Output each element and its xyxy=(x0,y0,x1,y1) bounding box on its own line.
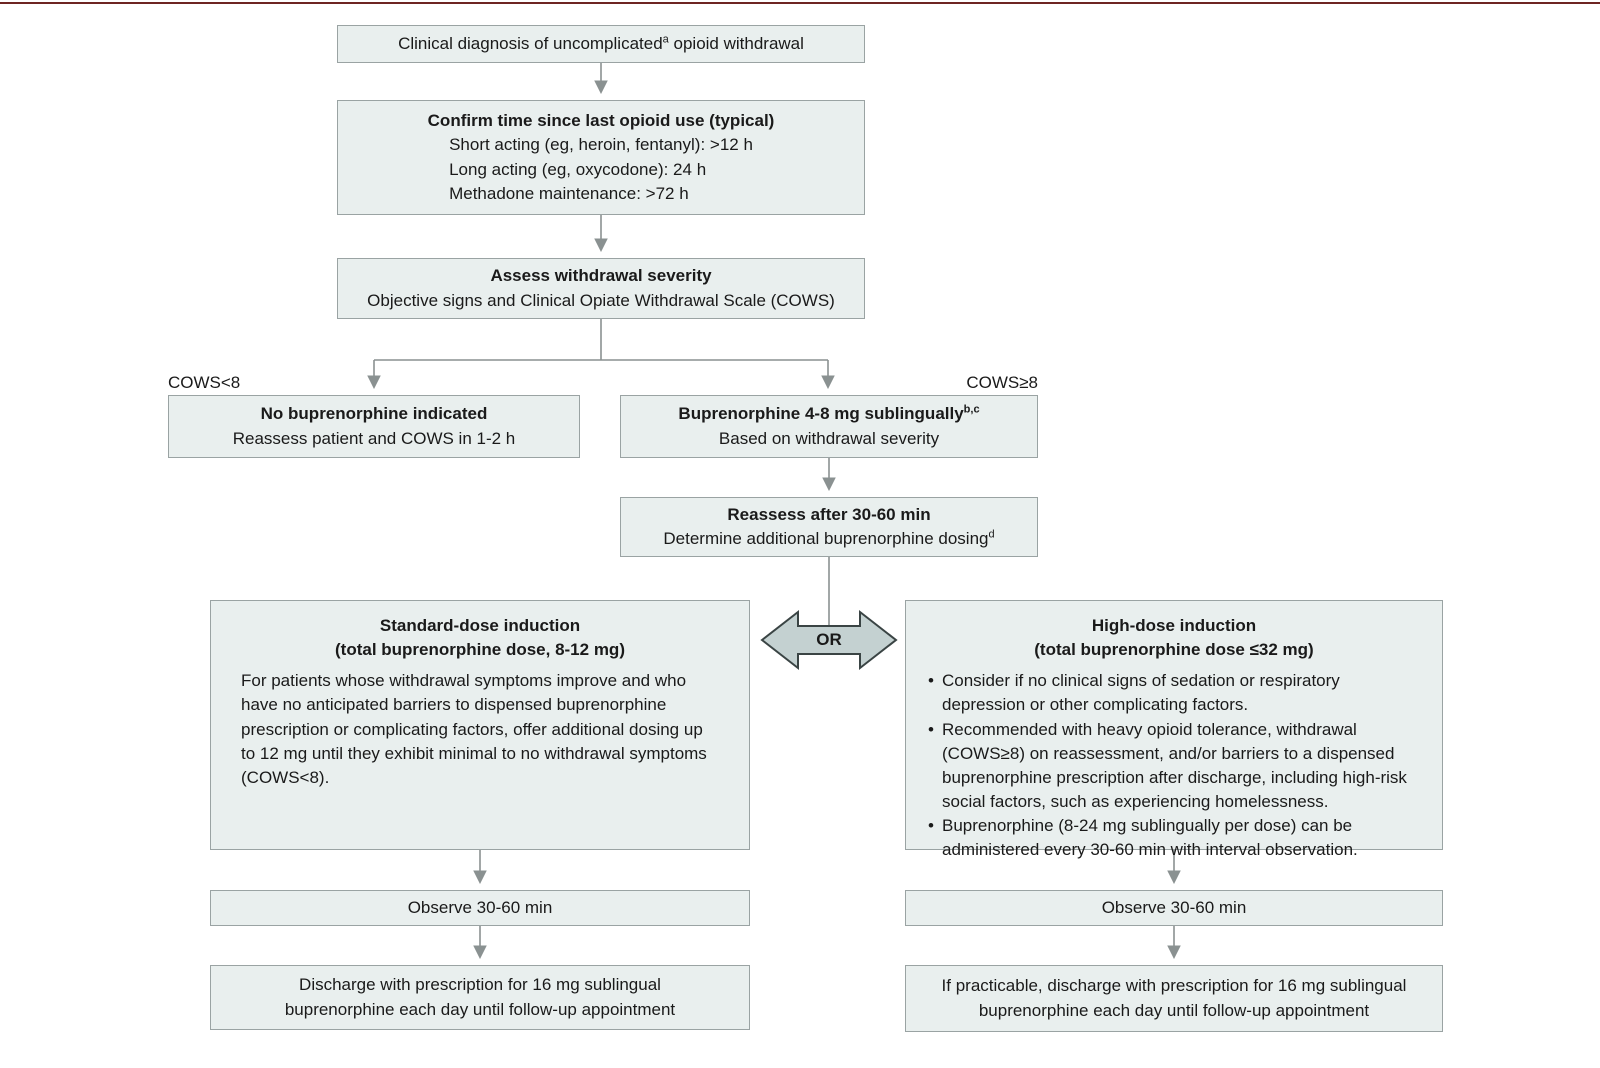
node-buprenorphine-4-8-subtitle: Based on withdrawal severity xyxy=(718,428,940,448)
node-clinical-diagnosis-text: Clinical diagnosis of uncomplicateda opi… xyxy=(398,33,804,53)
node-reassess: Reassess after 30-60 min Determine addit… xyxy=(620,497,1038,557)
detail-methadone: Methadone maintenance: >72 h xyxy=(449,183,689,203)
high-dose-bullet-3: Buprenorphine (8-24 mg sublingually per … xyxy=(926,814,1422,862)
or-label: OR xyxy=(816,630,842,649)
node-observe-left: Observe 30-60 min xyxy=(210,890,750,926)
detail-long-acting: Long acting (eg, oxycodone): 24 h xyxy=(449,159,707,179)
branch-label-cows-lt8: COWS<8 xyxy=(168,373,241,392)
node-clinical-diagnosis: Clinical diagnosis of uncomplicateda opi… xyxy=(337,25,865,63)
footnote-d: d xyxy=(988,528,995,541)
node-standard-dose-title1: Standard-dose induction xyxy=(379,616,581,635)
node-high-dose-title2: (total buprenorphine dose ≤32 mg) xyxy=(1034,640,1314,660)
node-no-buprenorphine-title: No buprenorphine indicated xyxy=(260,404,488,424)
node-discharge-right: If practicable, discharge with prescript… xyxy=(905,965,1443,1032)
footnote-bc: b,c xyxy=(963,403,980,416)
node-standard-dose-induction: Standard-dose induction (total buprenorp… xyxy=(210,600,750,850)
node-observe-right: Observe 30-60 min xyxy=(905,890,1443,926)
node-confirm-time: Confirm time since last opioid use (typi… xyxy=(337,100,865,215)
node-confirm-time-details: Short acting (eg, heroin, fentanyl): >12… xyxy=(449,133,753,205)
node-observe-right-text: Observe 30-60 min xyxy=(1101,897,1247,917)
node-assess-severity-title: Assess withdrawal severity xyxy=(490,266,712,286)
detail-short-acting: Short acting (eg, heroin, fentanyl): >12… xyxy=(449,135,753,155)
node-observe-left-text: Observe 30-60 min xyxy=(407,897,553,917)
node-high-dose-bullets: Consider if no clinical signs of sedatio… xyxy=(920,669,1428,862)
node-assess-severity: Assess withdrawal severity Objective sig… xyxy=(337,258,865,319)
high-dose-bullet-2: Recommended with heavy opioid tolerance,… xyxy=(926,718,1422,815)
node-reassess-subtitle: Determine additional buprenorphine dosin… xyxy=(663,528,995,548)
high-dose-bullet-1: Consider if no clinical signs of sedatio… xyxy=(926,669,1422,717)
footnote-a: a xyxy=(662,33,669,46)
node-high-dose-induction: High-dose induction (total buprenorphine… xyxy=(905,600,1443,859)
node-assess-severity-subtitle: Objective signs and Clinical Opiate With… xyxy=(367,290,835,310)
node-standard-dose-body: For patients whose withdrawal symptoms i… xyxy=(241,671,707,787)
node-confirm-time-title: Confirm time since last opioid use (typi… xyxy=(427,111,775,131)
node-discharge-right-text: If practicable, discharge with prescript… xyxy=(941,976,1407,1020)
node-no-buprenorphine: No buprenorphine indicated Reassess pati… xyxy=(168,395,580,458)
node-buprenorphine-4-8-title: Buprenorphine 4-8 mg sublinguallyb,c xyxy=(678,403,980,424)
node-no-buprenorphine-subtitle: Reassess patient and COWS in 1-2 h xyxy=(232,428,516,448)
node-discharge-left: Discharge with prescription for 16 mg su… xyxy=(210,965,750,1030)
node-high-dose-title1: High-dose induction xyxy=(1091,616,1257,635)
node-discharge-left-text: Discharge with prescription for 16 mg su… xyxy=(284,975,676,1019)
branch-label-cows-ge8: COWS≥8 xyxy=(966,373,1038,392)
node-standard-dose-title2: (total buprenorphine dose, 8-12 mg) xyxy=(335,640,625,660)
node-buprenorphine-4-8: Buprenorphine 4-8 mg sublinguallyb,c Bas… xyxy=(620,395,1038,458)
top-rule xyxy=(0,2,1600,4)
node-reassess-title: Reassess after 30-60 min xyxy=(727,504,931,524)
